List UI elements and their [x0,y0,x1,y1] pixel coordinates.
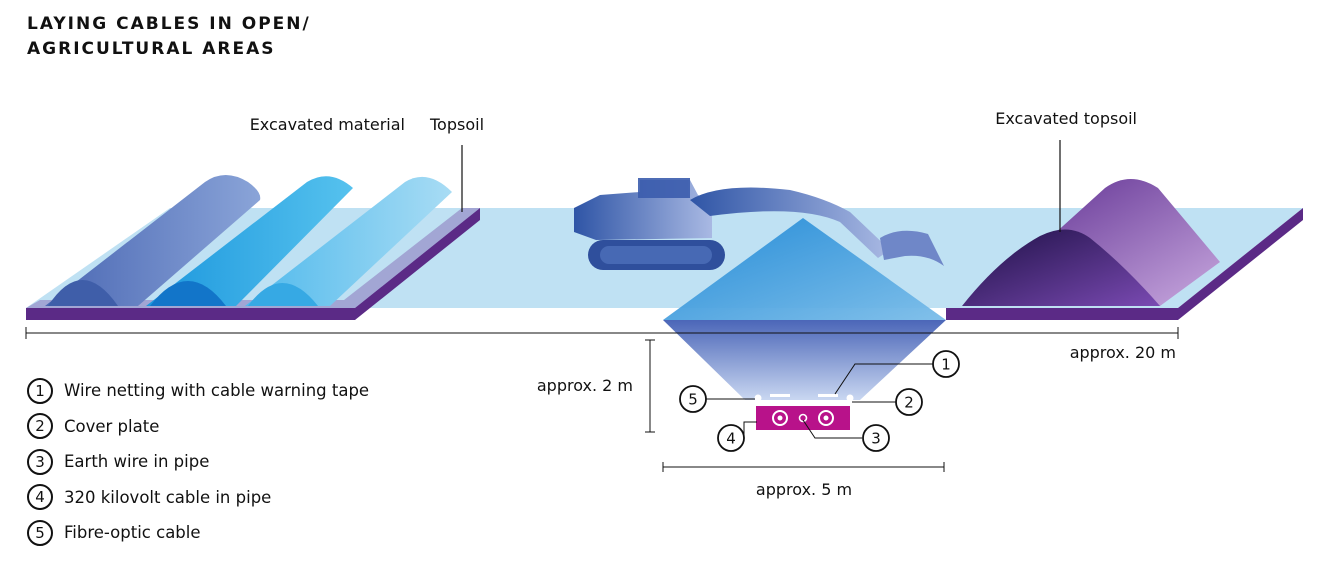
svg-text:2: 2 [904,394,914,412]
label-topsoil: Topsoil [429,115,484,134]
callout-1: 1 [932,350,960,378]
svg-text:3: 3 [871,430,881,448]
svg-text:4: 4 [726,430,736,448]
legend-item: 1 Wire netting with cable warning tape [27,373,369,409]
label-depth-2m: approx. 2 m [537,376,633,395]
legend-item: 5 Fibre-optic cable [27,515,369,551]
label-width-20m: approx. 20 m [1070,343,1176,362]
left-soil-edge [26,208,480,320]
label-excavated-topsoil: Excavated topsoil [995,109,1137,128]
legend-number-badge: 4 [27,484,53,511]
svg-text:5: 5 [688,391,698,409]
callout-3: 3 [862,424,890,452]
callout-2: 2 [895,388,923,416]
title-line-2: AGRICULTURAL AREAS [27,39,276,59]
svg-text:1: 1 [941,356,951,374]
right-soil-edge [946,208,1303,320]
trench-opening [663,218,946,320]
legend-item-text: Cover plate [64,416,160,436]
excavator-icon [574,178,944,270]
label-excavated-material: Excavated material [250,115,405,134]
legend-item: 3 Earth wire in pipe [27,444,369,480]
wire-netting [770,394,790,397]
cable-pipe-right [818,410,834,426]
legend-item: 4 320 kilovolt cable in pipe [27,480,369,516]
cable-box [756,406,850,430]
callout-leaders [706,363,933,439]
legend-item-text: Fibre-optic cable [64,523,201,543]
legend-item-text: Earth wire in pipe [64,452,210,472]
excavated-topsoil-pile [962,179,1220,306]
page-title: LAYING CABLES IN OPEN/ AGRICULTURAL AREA… [27,12,311,62]
legend-number-badge: 2 [27,413,53,440]
cable-section [754,394,854,430]
legend-item-text: Wire netting with cable warning tape [64,381,370,401]
legend: 1 Wire netting with cable warning tape 2… [27,373,369,551]
cable-pipe-left [772,410,788,426]
legend-item: 2 Cover plate [27,409,369,445]
callout-5: 5 [679,385,707,413]
fibre-optic-cable [754,394,762,402]
legend-number-badge: 3 [27,448,53,475]
earth-wire-pipe [798,413,808,423]
cover-plate [772,400,838,403]
legend-number-badge: 1 [27,377,53,404]
callout-4: 4 [717,424,745,452]
legend-number-badge: 5 [27,519,53,546]
label-width-5m: approx. 5 m [756,480,852,499]
excavated-material-piles [45,175,452,306]
title-line-1: LAYING CABLES IN OPEN/ [27,14,311,34]
legend-item-text: 320 kilovolt cable in pipe [64,487,272,507]
trench-cross-section [663,320,946,400]
